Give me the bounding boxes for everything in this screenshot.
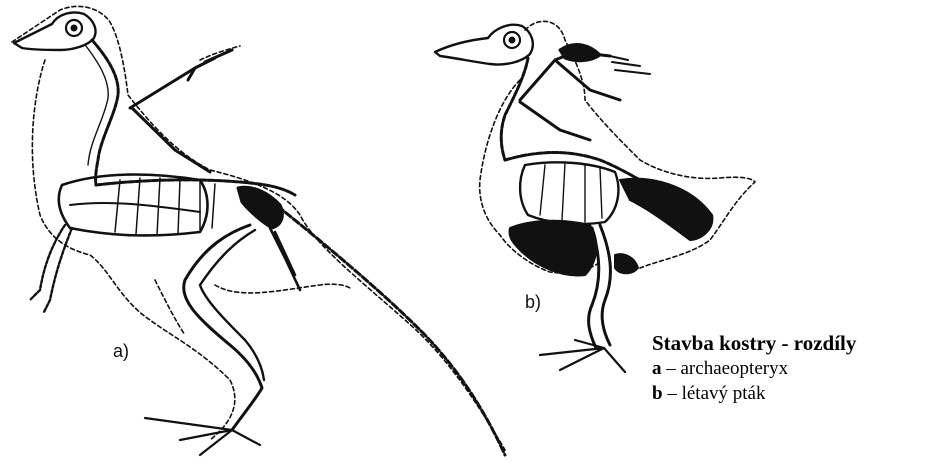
archaeopteryx-skeleton: [12, 6, 505, 455]
archaeopteryx-forelimb: [30, 225, 72, 312]
caption-key: a: [652, 358, 662, 379]
caption-key: b: [652, 383, 663, 404]
figure-label-b: b): [525, 292, 541, 313]
caption-item-b: b – létavý pták: [652, 382, 856, 407]
caption-item-a: a – archaeopteryx: [652, 357, 856, 382]
flying-bird-tail: [620, 179, 712, 240]
caption-text: létavý pták: [682, 383, 766, 404]
caption-text: archaeopteryx: [681, 358, 789, 379]
flying-bird-sternum: [509, 221, 596, 276]
archaeopteryx-eye: [71, 25, 77, 31]
archaeopteryx-tail: [270, 200, 505, 455]
caption: Stavba kostry - rozdíly a – archaeoptery…: [652, 330, 856, 407]
flying-bird-skeleton: [435, 21, 755, 372]
flying-bird-ribcage: [520, 162, 618, 224]
caption-separator: –: [663, 383, 682, 404]
archaeopteryx-neck: [92, 40, 118, 185]
figure-label-a: a): [113, 341, 129, 362]
archaeopteryx-skull: [14, 12, 96, 50]
archaeopteryx-outline: [12, 6, 505, 450]
caption-separator: –: [662, 358, 681, 379]
flying-bird-eye: [509, 37, 515, 43]
archaeopteryx-wing: [130, 50, 232, 172]
caption-title: Stavba kostry - rozdíly: [652, 330, 856, 357]
flying-bird-wing: [520, 52, 620, 140]
archaeopteryx-foot: [145, 418, 260, 455]
flying-bird-neck: [501, 58, 528, 160]
flying-bird-foot: [540, 340, 625, 372]
